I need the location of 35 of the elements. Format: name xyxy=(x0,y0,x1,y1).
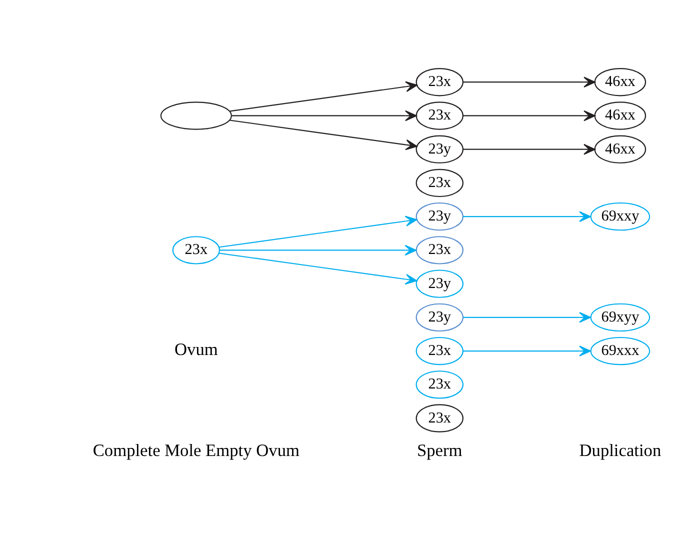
arrow xyxy=(218,252,417,285)
node-ellipse: 23y xyxy=(415,303,463,332)
label: Sperm xyxy=(416,441,462,460)
arrow xyxy=(218,216,417,248)
arrow xyxy=(229,120,417,150)
label: Duplication xyxy=(578,441,661,460)
node-ellipse: 23x xyxy=(172,236,220,264)
node-ellipse: 23x xyxy=(415,102,463,130)
arrow xyxy=(462,346,590,356)
node-ellipse xyxy=(160,102,232,130)
node-ellipse: 23y xyxy=(415,202,463,231)
node-ellipse: 69xxy xyxy=(590,202,650,231)
node-ellipse: 23y xyxy=(415,135,463,164)
node-ellipse: 69xxx xyxy=(590,336,650,366)
arrow xyxy=(462,144,595,155)
node-ellipse: 23y xyxy=(415,270,463,298)
node-ellipse: 69xyy xyxy=(590,303,650,332)
node-ellipse: 46xx xyxy=(594,102,646,130)
node-ellipse: 23x xyxy=(415,236,463,264)
label: Ovum xyxy=(174,340,218,360)
node-ellipse: 23x xyxy=(415,168,463,198)
label: Complete Mole Empty Ovum xyxy=(92,441,300,460)
arrow xyxy=(462,312,590,323)
node-ellipse: 23x xyxy=(415,370,463,399)
node-ellipse: 46xx xyxy=(594,68,646,96)
node-ellipse: 23x xyxy=(415,68,463,96)
node-ellipse: 46xx xyxy=(594,135,646,164)
arrow xyxy=(462,76,595,88)
arrow xyxy=(462,211,590,222)
node-ellipse: 23x xyxy=(415,404,463,432)
arrow xyxy=(219,244,416,256)
arrow xyxy=(462,110,595,122)
arrow xyxy=(231,110,416,122)
arrow xyxy=(229,81,417,112)
node-ellipse: 23x xyxy=(415,336,463,366)
